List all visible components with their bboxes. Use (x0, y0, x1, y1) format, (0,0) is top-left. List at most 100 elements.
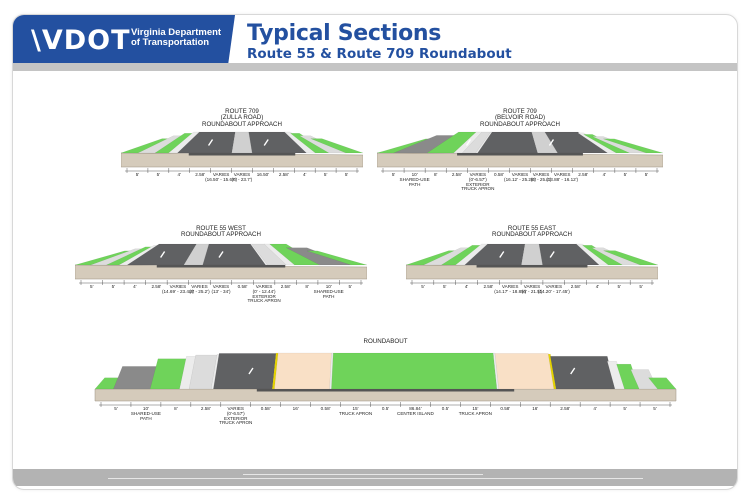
dimension-label: 15' TRUCK APRON (338, 406, 373, 416)
dimension-label: 16.50' (256, 172, 270, 177)
direction-arrow-icon (263, 139, 269, 146)
dimension-label: 4' (177, 172, 181, 177)
dimension-label: 2.58' (280, 284, 291, 289)
dimension-label: VARIES (0' - 12.44') EXTERIOR TRUCK APRO… (247, 284, 281, 304)
footer-text-line (108, 478, 643, 479)
dimension-label: 2.58' (451, 172, 462, 177)
dimension-label: 5' (617, 284, 621, 289)
section-title: ROUTE 55 WEST ROUNDABOUT APPROACH (181, 225, 261, 239)
pavement-base (476, 265, 588, 268)
dimension-label: 8' (174, 406, 178, 411)
dimension-label: 0.58' (237, 284, 248, 289)
dimension-label: 4' (593, 406, 597, 411)
direction-arrow-icon (570, 367, 576, 375)
dimension-label: 2.58' (560, 406, 571, 411)
dimension-label: 5' (114, 406, 118, 411)
typical-section-2: ROUTE 709 (BELVOIR ROAD) ROUNDABOUT APPR… (377, 108, 663, 219)
dimension-label: 15' TRUCK APRON (458, 406, 492, 416)
dimension-label: VARIES (6' - 25.2') (189, 284, 210, 294)
footer-bar (13, 469, 737, 486)
section-drawing (75, 243, 367, 285)
dimension-label: VARIES (0'-6.57') EXTERIOR TRUCK APRON (219, 406, 253, 426)
dimension-label: VARIES (6' - 21.5') (521, 284, 543, 294)
section-drawing (377, 131, 663, 173)
dimension-label: 5' (323, 172, 328, 177)
direction-arrow-icon (548, 139, 555, 146)
direction-arrow-icon (207, 139, 214, 146)
dimension-label: 5' (156, 172, 161, 177)
cross-section-strip (550, 356, 616, 390)
section-drawing (121, 131, 363, 173)
dimension-label: 0.58' (500, 406, 511, 411)
dimension-label: 0.58' (494, 172, 504, 177)
direction-arrow-icon (549, 251, 555, 258)
dimension-label: VARIES (13.88' - 16.12') (546, 172, 579, 182)
dimension-label: VARIES (0'-6.57') EXTERIOR TRUCK APRON (461, 172, 495, 192)
dimension-label: 5' (644, 172, 649, 177)
dimension-label: VARIES (14.69' - 23.41') (161, 284, 194, 294)
dimension-label: 5' (623, 172, 628, 177)
dimension-label: 16' (532, 406, 539, 411)
dimension-label: 8' (305, 284, 309, 289)
dimension-label: 16' (292, 406, 299, 411)
dimension-label: 0.5' (441, 406, 450, 411)
dimension-label: 2.58' (151, 284, 162, 289)
dimension-label: VARIES (6' - 25.2') (530, 172, 552, 182)
dimension-label: 5' (344, 172, 349, 177)
pavement-base (256, 389, 515, 392)
cross-section-strip (306, 250, 367, 266)
section-title: ROUTE 709 (ZULLA ROAD) ROUNDABOUT APPROA… (202, 108, 282, 128)
vdot-logo: \VDOT (31, 25, 131, 56)
direction-arrow-icon (248, 367, 254, 375)
dimension-label: 2.58' (483, 284, 494, 289)
dimension-label: 4' (595, 284, 600, 289)
dimension-label: 10' SHARED-USE PATH (313, 284, 344, 299)
dimension-label: VARIES (6' - 23.7') (231, 172, 253, 182)
dimension-label: VARIES (14.20' - 17.45') (537, 284, 570, 294)
dimension-label: VARIES (16.50' - 15.67') (205, 172, 238, 182)
section-title: ROUNDABOUT (363, 338, 408, 345)
direction-arrow-icon (160, 251, 166, 258)
vdot-brand-bar: \VDOT Virginia Department of Transportat… (13, 15, 235, 63)
dimension-label: 5' (111, 284, 116, 289)
typical-section-1: ROUTE 709 (ZULLA ROAD) ROUNDABOUT APPROA… (121, 108, 363, 209)
dimension-label: VARIES (13' - 34') (211, 284, 231, 294)
pavement-base (156, 265, 286, 268)
direction-arrow-icon (218, 251, 224, 258)
dimension-label: 0.58' (260, 406, 271, 411)
dimension-label: 2.58' (200, 406, 211, 411)
page-title: Typical Sections (247, 21, 442, 46)
dimension-label: 0.58' (320, 406, 331, 411)
dimension-label: 10' SHARED-USE PATH (130, 406, 161, 421)
dimension-label: 5' (443, 284, 447, 289)
dimension-label: 2.58' (278, 172, 289, 177)
section-drawing (94, 352, 677, 407)
dimension-label: 10' SHARED-USE PATH (399, 172, 430, 187)
cross-section-strip (310, 138, 363, 154)
section-drawing (406, 243, 658, 285)
direction-arrow-icon (465, 139, 472, 146)
direction-arrow-icon (499, 251, 505, 258)
section-title: ROUTE 709 (BELVOIR ROAD) ROUNDABOUT APPR… (480, 108, 560, 128)
dimension-label: 2.58' (195, 172, 206, 177)
dimension-label: 4' (133, 284, 137, 289)
dimension-label: 5' (90, 284, 94, 289)
cross-section-strip (494, 353, 555, 390)
dimension-label: 5' (639, 284, 643, 289)
dimension-label: 2.58' (570, 284, 581, 289)
dimension-label: 2.58' (578, 172, 589, 177)
dimension-label: 8' (433, 172, 438, 177)
dimension-label: 4' (464, 284, 469, 289)
typical-section-5: ROUNDABOUT 5' 10' SHARED-USE PATH 8' 2.58' VA… (93, 338, 678, 469)
dimension-label: VARIES (16.12' - 25.25') (504, 172, 536, 182)
cross-section-strip (648, 377, 677, 390)
pavement-base (188, 153, 296, 156)
dimension-label: VARIES (14.17' - 18.85') (494, 284, 527, 294)
dimension-label: 5' (348, 284, 352, 289)
dimension-label: 5' (135, 172, 140, 177)
typical-section-3: ROUTE 55 WEST ROUNDABOUT APPROACH 5' 5' 4' 2… (75, 225, 367, 326)
dimension-label: 5' (421, 284, 425, 289)
cross-section-strip (274, 352, 332, 390)
dimension-label: 5' (623, 406, 627, 411)
